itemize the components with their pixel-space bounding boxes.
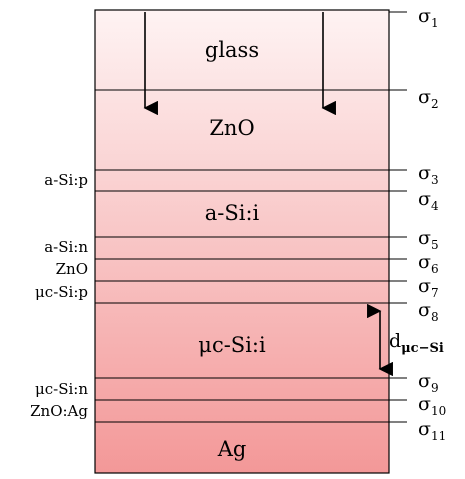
- sigma-label-5: σ5: [418, 227, 439, 252]
- layer-name-ag: Ag: [217, 437, 247, 461]
- layer-name-asi-i: a-Si:i: [205, 201, 260, 225]
- sigma-label-9: σ9: [418, 370, 439, 395]
- layer-label-zno-mid: ZnO: [56, 260, 88, 278]
- sigma-label-7: σ7: [418, 275, 439, 300]
- sigma-label-4: σ4: [418, 188, 439, 213]
- layer-label-zno-ag: ZnO:Ag: [30, 402, 88, 420]
- layer-label-ucsi-n: μc-Si:n: [35, 380, 88, 398]
- thickness-label: dμc−Si: [389, 330, 444, 356]
- sigma-label-1: σ1: [418, 5, 439, 30]
- layer-label-ucsi-p: μc-Si:p: [35, 283, 88, 301]
- sigma-label-10: σ10: [418, 393, 446, 418]
- layer-name-ucsi-i: μc-Si:i: [198, 333, 266, 357]
- layer-name-zno-front: ZnO: [209, 116, 254, 140]
- layer-label-asi-n: a-Si:n: [44, 238, 88, 256]
- layer-label-asi-p: a-Si:p: [44, 171, 88, 189]
- sigma-label-6: σ6: [418, 251, 439, 276]
- sigma-label-3: σ3: [418, 162, 439, 187]
- sigma-label-8: σ8: [418, 299, 439, 324]
- layer-stack-body: [94, 9, 390, 474]
- sigma-label-11: σ11: [418, 418, 446, 443]
- sigma-label-2: σ2: [418, 86, 439, 111]
- layer-name-glass: glass: [205, 38, 259, 62]
